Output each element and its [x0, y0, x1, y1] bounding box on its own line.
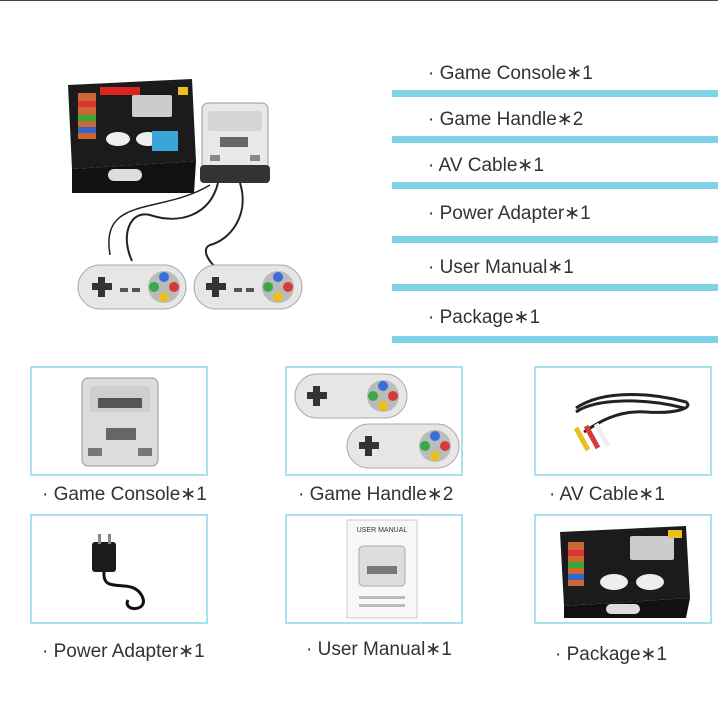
list-label: · Power Adapter∗1 [428, 203, 591, 224]
tile-game-console [30, 366, 208, 476]
list-divider-bar [392, 136, 718, 143]
caption-package: · Package∗1 [555, 644, 668, 665]
caption-game-handle: · Game Handle∗2 [298, 484, 454, 505]
package-box-image [68, 79, 196, 193]
list-label: · AV Cable∗1 [428, 155, 544, 176]
list-item-power-adapter: · Power Adapter∗1 [392, 200, 718, 244]
list-divider-bar [392, 336, 718, 343]
list-label: · Game Handle∗2 [428, 109, 584, 130]
list-divider-bar [392, 236, 718, 243]
list-item-package: · Package∗1 [392, 306, 718, 346]
caption-power-adapter: · Power Adapter∗1 [42, 641, 205, 662]
caption-user-manual: · User Manual∗1 [306, 639, 452, 660]
hero-product-photo [60, 65, 310, 330]
controller-left-image [77, 264, 187, 310]
list-item-game-handle: · Game Handle∗2 [392, 106, 718, 146]
caption-av-cable: · AV Cable∗1 [549, 484, 665, 505]
tile-package [534, 514, 712, 624]
tile-av-cable [534, 366, 712, 476]
manual-cover-title: USER MANUAL [357, 527, 408, 534]
tile-game-handle [285, 366, 463, 476]
list-item-game-console: · Game Console∗1 [392, 60, 718, 100]
console-image [200, 102, 270, 183]
controller-right-image [193, 264, 303, 310]
list-divider-bar [392, 182, 718, 189]
list-label: · Game Console∗1 [428, 63, 593, 84]
caption-game-console: · Game Console∗1 [42, 484, 207, 505]
list-item-user-manual: · User Manual∗1 [392, 256, 718, 296]
tile-user-manual: USER MANUAL [285, 514, 463, 624]
list-divider-bar [392, 90, 718, 97]
tile-power-adapter [30, 514, 208, 624]
list-label: · User Manual∗1 [428, 257, 574, 278]
list-label: · Package∗1 [428, 307, 541, 328]
list-divider-bar [392, 284, 718, 291]
list-item-av-cable: · AV Cable∗1 [392, 152, 718, 192]
top-border-line [0, 0, 718, 1]
